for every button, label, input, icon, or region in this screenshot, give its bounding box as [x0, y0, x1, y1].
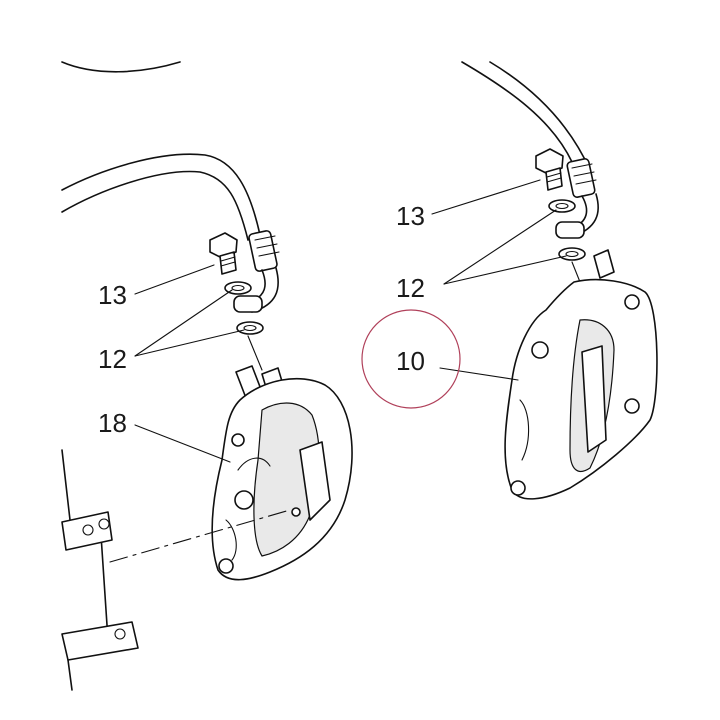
highlight-circle	[361, 309, 461, 409]
left-banjo-bolt	[209, 232, 238, 275]
callout-13-right: 13	[396, 201, 425, 231]
callout-13-left: 13	[98, 280, 127, 310]
right-lower-washer	[558, 247, 586, 261]
right-brake-hose	[461, 61, 599, 237]
callout-12-left: 12	[98, 344, 127, 374]
right-banjo-fitting	[555, 221, 585, 239]
callout-12-right: 12	[396, 273, 425, 303]
left-brake-hose	[61, 153, 280, 313]
left-fork-mount	[61, 449, 291, 691]
callout-18-left: 18	[98, 408, 127, 438]
leader-lines	[134, 179, 567, 463]
right-brake-caliper	[504, 249, 658, 500]
left-banjo-fitting	[233, 295, 263, 313]
upper-outline-arc	[61, 61, 181, 73]
left-lower-washer	[236, 321, 264, 335]
right-upper-washer	[548, 199, 576, 213]
right-banjo-bolt	[535, 148, 564, 191]
callout-10-right: 10	[396, 346, 425, 376]
left-brake-caliper	[211, 335, 353, 581]
